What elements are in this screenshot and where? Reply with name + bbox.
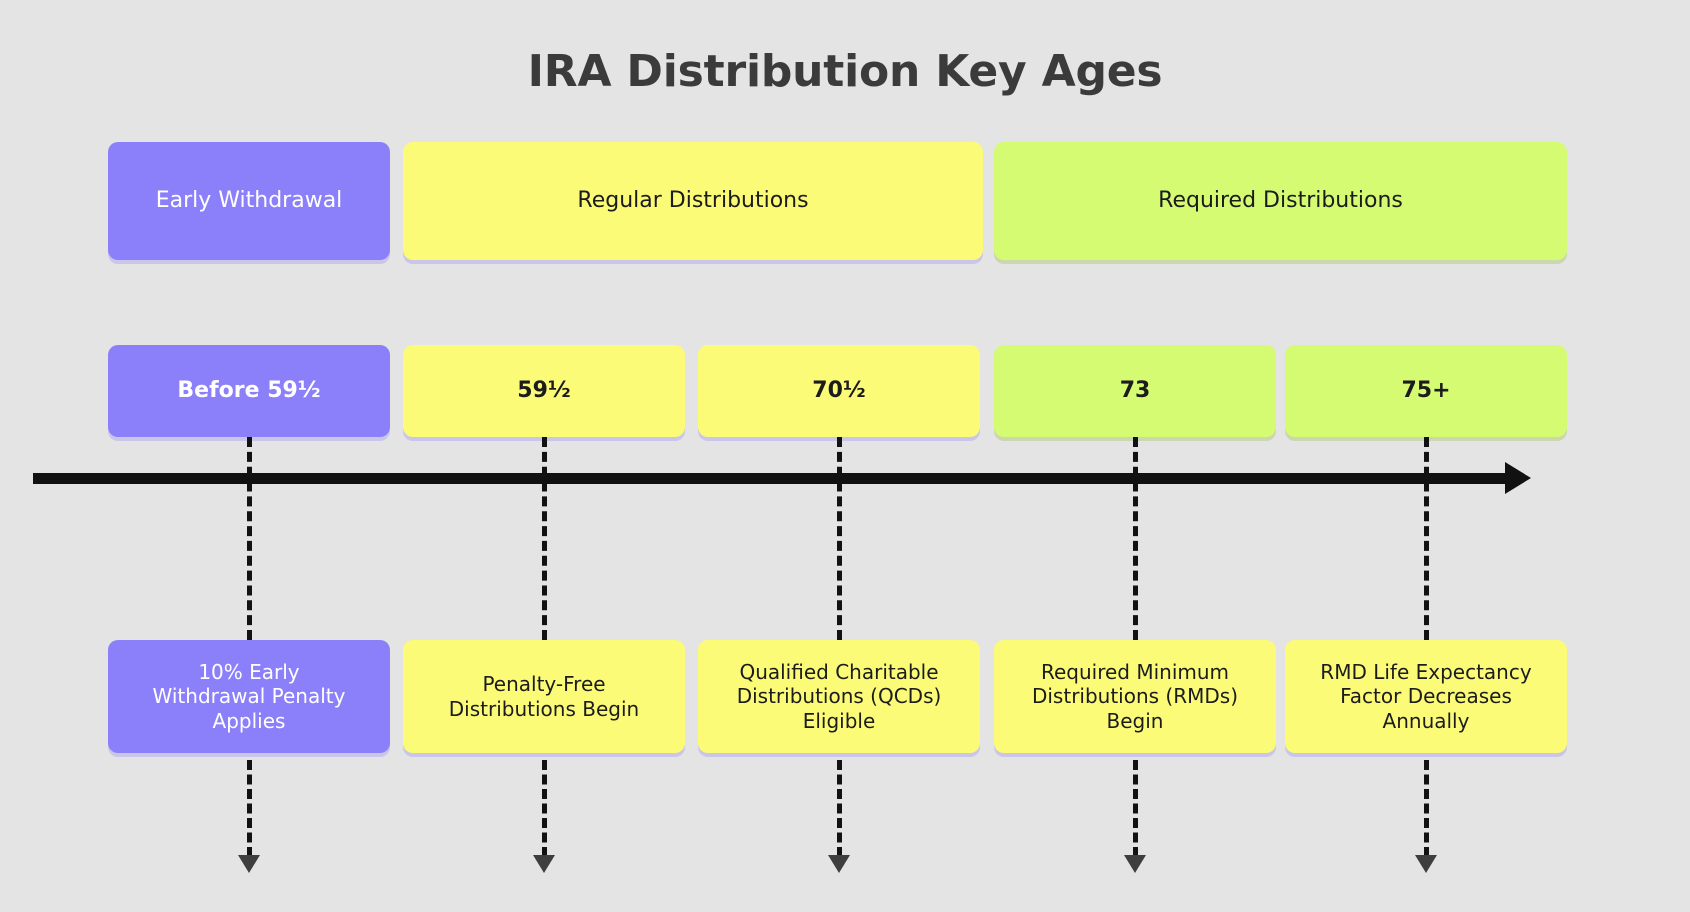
category-label: Early Withdrawal (155, 187, 343, 213)
page-title: IRA Distribution Key Ages (527, 46, 1163, 97)
connector-line-75-plus (1424, 437, 1429, 640)
category-box-regular-distributions[interactable]: Regular Distributions (403, 142, 983, 260)
description-label: 10% Early Withdrawal Penalty Applies (152, 659, 346, 733)
connector-line-73 (1133, 437, 1138, 640)
connector-line-tail-70-half (837, 760, 842, 857)
category-label: Regular Distributions (577, 187, 809, 213)
description-label: Qualified Charitable Distributions (QCDs… (736, 659, 942, 733)
category-box-early-withdrawal[interactable]: Early Withdrawal (108, 142, 390, 260)
age-label: Before 59½ (177, 377, 321, 403)
age-label: 59½ (517, 377, 571, 403)
age-label: 70½ (812, 377, 866, 403)
age-box-70-half[interactable]: 70½ (698, 345, 980, 437)
timeline-arrow-icon (1505, 462, 1531, 494)
connector-arrow-before-59-half-icon (238, 855, 260, 873)
connector-line-tail-75-plus (1424, 760, 1429, 857)
description-box-required-minimum-distributions[interactable]: Required Minimum Distributions (RMDs) Be… (994, 640, 1276, 753)
connector-line-70-half (837, 437, 842, 640)
description-box-early-withdrawal-penalty[interactable]: 10% Early Withdrawal Penalty Applies (108, 640, 390, 753)
age-label: 75+ (1401, 377, 1451, 403)
description-box-penalty-free-distributions[interactable]: Penalty-Free Distributions Begin (403, 640, 685, 753)
age-box-before-59-half[interactable]: Before 59½ (108, 345, 390, 437)
category-box-required-distributions[interactable]: Required Distributions (994, 142, 1567, 260)
description-label: Required Minimum Distributions (RMDs) Be… (1031, 659, 1239, 733)
timeline-axis (33, 473, 1511, 484)
connector-arrow-70-half-icon (828, 855, 850, 873)
description-label: RMD Life Expectancy Factor Decreases Ann… (1320, 659, 1532, 733)
description-box-qualified-charitable-distributions[interactable]: Qualified Charitable Distributions (QCDs… (698, 640, 980, 753)
age-box-73[interactable]: 73 (994, 345, 1276, 437)
connector-arrow-73-icon (1124, 855, 1146, 873)
category-label: Required Distributions (1158, 187, 1403, 213)
connector-arrow-75-plus-icon (1415, 855, 1437, 873)
connector-line-tail-59-half (542, 760, 547, 857)
connector-line-before-59-half (247, 437, 252, 640)
connector-arrow-59-half-icon (533, 855, 555, 873)
age-label: 73 (1119, 377, 1151, 403)
connector-line-tail-before-59-half (247, 760, 252, 857)
description-box-rmd-life-expectancy[interactable]: RMD Life Expectancy Factor Decreases Ann… (1285, 640, 1567, 753)
connector-line-59-half (542, 437, 547, 640)
age-box-59-half[interactable]: 59½ (403, 345, 685, 437)
connector-line-tail-73 (1133, 760, 1138, 857)
description-label: Penalty-Free Distributions Begin (448, 672, 640, 721)
age-box-75-plus[interactable]: 75+ (1285, 345, 1567, 437)
